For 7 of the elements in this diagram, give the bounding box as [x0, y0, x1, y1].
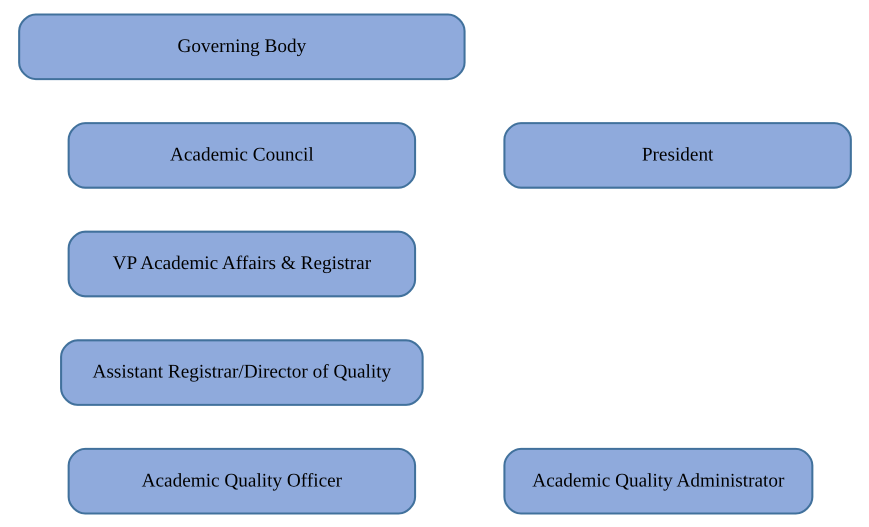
- node-box: Governing Body: [18, 12, 466, 80]
- node-box: Academic Council: [67, 122, 416, 188]
- node-box: VP Academic Affairs & Registrar: [67, 230, 416, 297]
- node-box: Academic Quality Administrator: [502, 447, 813, 514]
- node-box: President: [502, 122, 852, 188]
- node-box: Assistant Registrar/Director of Quality: [60, 338, 424, 406]
- node-box: Academic Quality Officer: [67, 447, 416, 514]
